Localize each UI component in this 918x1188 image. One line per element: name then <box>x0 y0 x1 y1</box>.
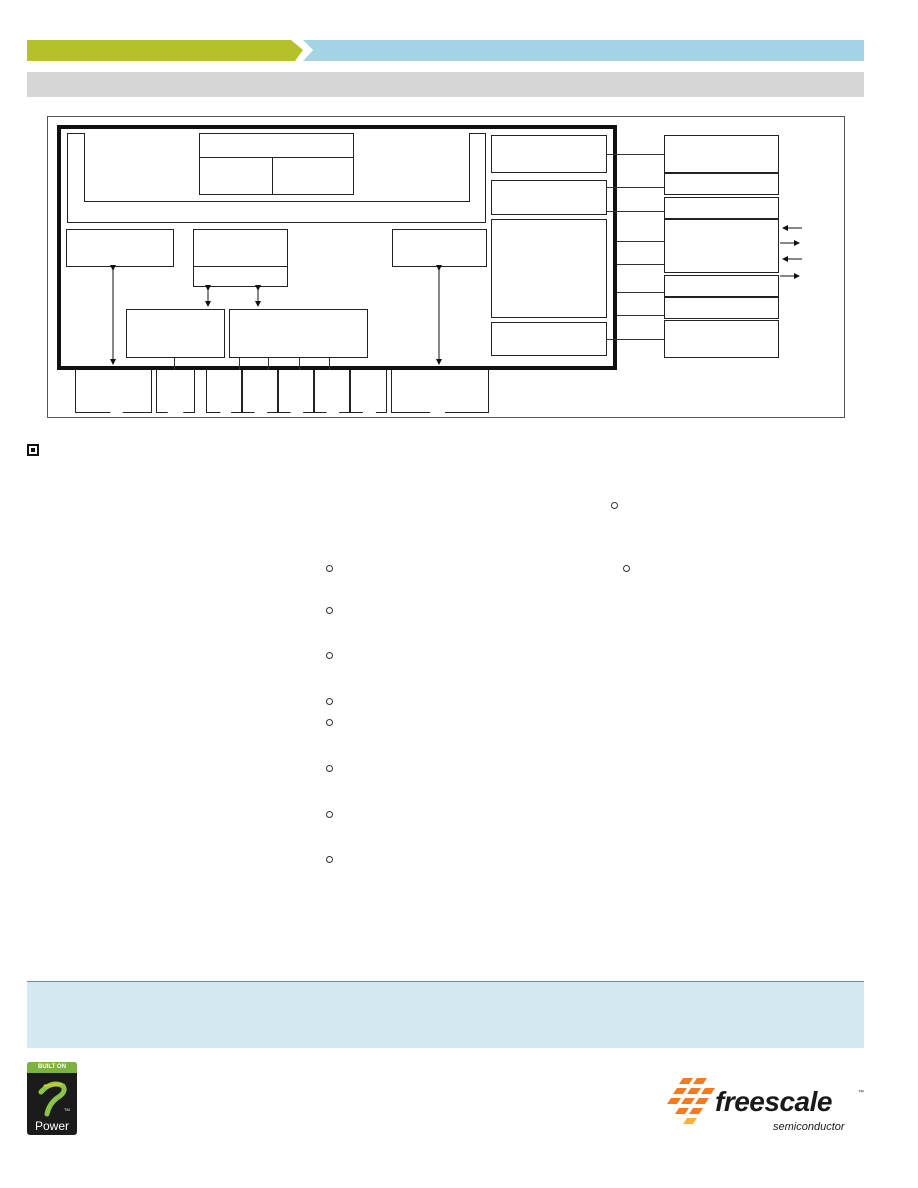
power-logo-tm: TM <box>64 1107 70 1112</box>
external-block-5 <box>664 275 779 297</box>
footer-divider <box>27 981 864 982</box>
peripheral-block-1 <box>491 135 607 173</box>
external-block-3 <box>664 197 779 219</box>
pin-stub <box>299 358 300 370</box>
freescale-mark-icon <box>667 1078 715 1124</box>
pin-stub <box>268 358 269 370</box>
peripheral-block-3 <box>491 219 607 318</box>
power-logo-word: Power <box>34 1119 69 1133</box>
list-bullet-icon <box>326 765 333 772</box>
pin-stub <box>239 358 240 370</box>
external-block-1 <box>664 135 779 173</box>
list-bullet-icon <box>326 719 333 726</box>
connector-line <box>607 154 664 155</box>
freescale-tagline: semiconductor <box>773 1121 845 1133</box>
freescale-tm: ™ <box>858 1090 864 1096</box>
power-swirl-icon <box>38 1081 67 1117</box>
core-cache-right <box>272 157 354 195</box>
chip-boundary <box>57 125 617 370</box>
list-bullet-icon <box>623 565 630 572</box>
peripheral-block-4 <box>491 322 607 356</box>
power-logo: BUILT ON TM Power <box>27 1062 77 1135</box>
connector-line <box>607 187 664 188</box>
sram-block <box>193 229 288 267</box>
list-bullet-icon <box>326 565 333 572</box>
connector-line <box>617 315 664 316</box>
list-bullet-icon <box>326 698 333 705</box>
header-blue-bar <box>303 40 864 61</box>
footer-band <box>27 982 864 1048</box>
connector-line <box>607 339 664 340</box>
external-block-2 <box>664 173 779 195</box>
connector-line <box>607 211 664 212</box>
local-bus-block <box>392 229 487 267</box>
square-bullet-icon <box>27 444 39 456</box>
external-block-4 <box>664 219 779 273</box>
connector-line <box>617 292 664 293</box>
dma-block <box>126 309 225 358</box>
external-block-6 <box>664 297 779 319</box>
list-bullet-icon <box>611 502 618 509</box>
power-logo-top-band: BUILT ON <box>27 1062 77 1073</box>
qe-block <box>229 309 368 358</box>
connector-line <box>617 241 664 242</box>
sram-sub-block <box>193 266 288 287</box>
list-bullet-icon <box>326 811 333 818</box>
subheader-bar <box>27 72 864 97</box>
header-green-bar <box>27 40 303 61</box>
list-bullet-icon <box>326 607 333 614</box>
pin-stub <box>174 358 175 370</box>
freescale-logo: freescale ™ semiconductor <box>667 1072 867 1138</box>
bottom-connector-6 <box>314 370 350 413</box>
bottom-connector-2 <box>156 370 195 413</box>
list-bullet-icon <box>326 856 333 863</box>
connector-line <box>617 264 664 265</box>
bottom-connector-7 <box>350 370 387 413</box>
external-block-7 <box>664 320 779 358</box>
peripheral-block-2 <box>491 180 607 215</box>
pin-stub <box>329 358 330 370</box>
list-bullet-icon <box>326 652 333 659</box>
core-cache-left <box>199 157 273 195</box>
memory-controller-block <box>66 229 174 267</box>
freescale-wordmark: freescale <box>715 1086 832 1117</box>
